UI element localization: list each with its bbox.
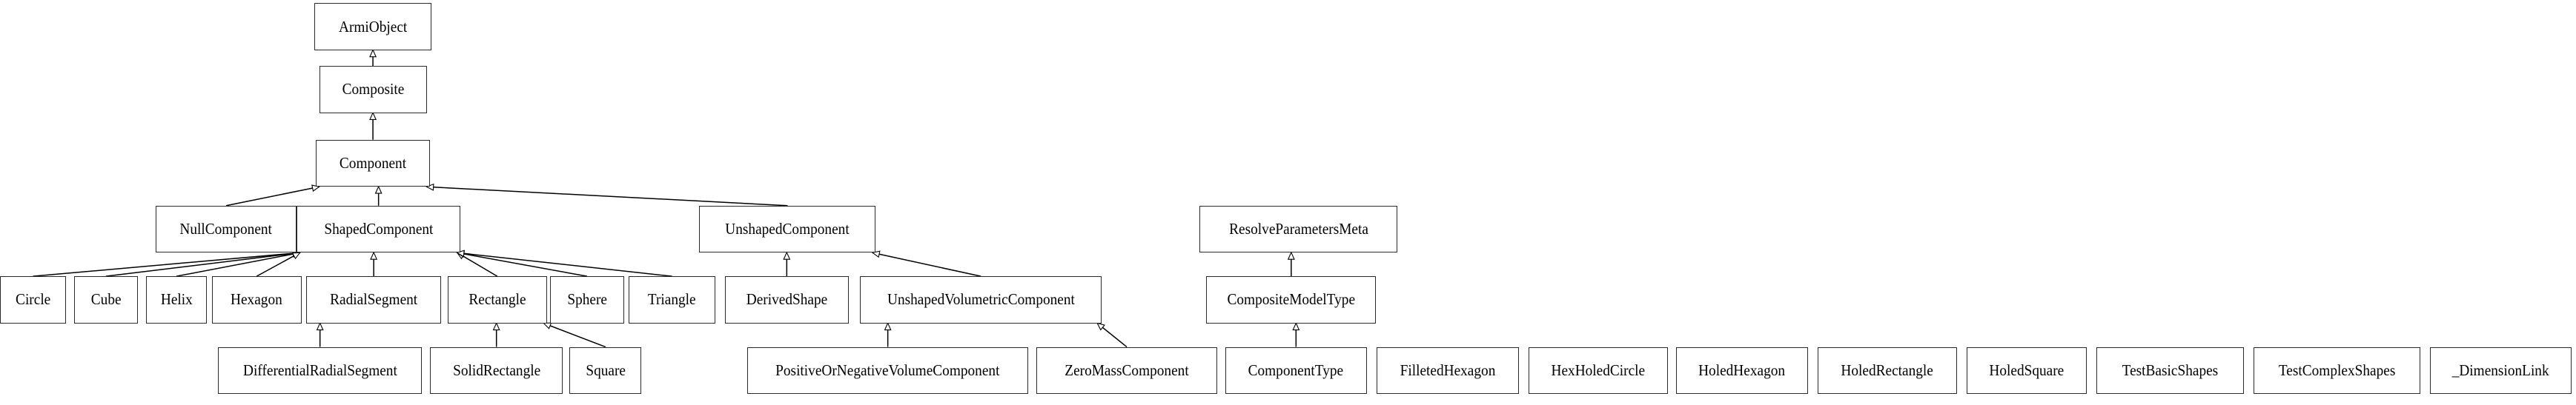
class-box-helix[interactable]: Helix bbox=[145, 276, 208, 324]
class-box-testcomplexshapes[interactable]: TestComplexShapes bbox=[2254, 347, 2421, 395]
class-box-unshapedcomponent[interactable]: UnshapedComponent bbox=[699, 205, 876, 253]
inheritance-edge-zeromasscomponent-to-unshapedvolumetriccomponent bbox=[1098, 324, 1128, 348]
class-name-label: Sphere bbox=[567, 290, 607, 309]
inheritance-edge-rectangle-to-shapedcomponent bbox=[457, 252, 498, 277]
class-box-cube[interactable]: Cube bbox=[73, 276, 139, 324]
class-box-circle[interactable]: Circle bbox=[0, 276, 66, 324]
inheritance-edge-square-to-rectangle bbox=[544, 324, 606, 348]
class-name-label: ResolveParametersMeta bbox=[1228, 220, 1368, 238]
class-name-label: Square bbox=[585, 361, 626, 379]
class-box-holedhexagon[interactable]: HoledHexagon bbox=[1676, 347, 1808, 395]
class-box-sphere[interactable]: Sphere bbox=[550, 276, 624, 324]
class-box-square[interactable]: Square bbox=[569, 347, 642, 395]
inheritance-edge-helix-to-shapedcomponent bbox=[176, 252, 299, 277]
class-box-composite[interactable]: Composite bbox=[319, 66, 427, 113]
class-name-label: HexHoledCircle bbox=[1551, 361, 1646, 379]
class-box-nullcomponent[interactable]: NullComponent bbox=[155, 205, 297, 253]
class-name-label: ZeroMassComponent bbox=[1064, 361, 1189, 379]
class-name-label: Helix bbox=[160, 290, 193, 309]
class-name-label: Composite bbox=[342, 80, 404, 98]
class-name-label: TestComplexShapes bbox=[2278, 361, 2396, 379]
class-box-rectangle[interactable]: Rectangle bbox=[447, 276, 547, 324]
class-box-shapedcomponent[interactable]: ShapedComponent bbox=[297, 205, 460, 253]
class-box-resolveparametersmeta[interactable]: ResolveParametersMeta bbox=[1199, 205, 1397, 253]
class-box-derivedshape[interactable]: DerivedShape bbox=[725, 276, 849, 324]
inheritance-edge-cube-to-shapedcomponent bbox=[105, 252, 299, 277]
inheritance-edge-hexagon-to-shapedcomponent bbox=[256, 252, 299, 277]
class-name-label: Component bbox=[339, 153, 407, 172]
class-name-label: HoledSquare bbox=[1989, 361, 2065, 379]
class-name-label: CompositeModelType bbox=[1227, 290, 1356, 309]
class-name-label: Rectangle bbox=[468, 290, 526, 309]
class-name-label: TestBasicShapes bbox=[2122, 361, 2219, 379]
class-box-zeromasscomponent[interactable]: ZeroMassComponent bbox=[1036, 347, 1218, 395]
inheritance-edge-unshapedvolumetriccomponent-to-unshapedcomponent bbox=[873, 252, 981, 277]
class-box-_dimensionlink[interactable]: _DimensionLink bbox=[2430, 347, 2572, 395]
class-box-holedrectangle[interactable]: HoledRectangle bbox=[1817, 347, 1957, 395]
class-name-label: ArmiObject bbox=[338, 17, 408, 36]
class-box-unshapedvolumetriccomponent[interactable]: UnshapedVolumetricComponent bbox=[859, 276, 1102, 324]
class-name-label: RadialSegment bbox=[330, 290, 418, 309]
class-name-label: HoledHexagon bbox=[1698, 361, 1786, 379]
class-name-label: Cube bbox=[90, 290, 122, 309]
inheritance-edge-triangle-to-shapedcomponent bbox=[457, 252, 672, 277]
class-name-label: Hexagon bbox=[231, 290, 283, 309]
class-name-label: Circle bbox=[15, 290, 50, 309]
inheritance-edge-nullcomponent-to-component bbox=[225, 187, 319, 207]
class-name-label: _DimensionLink bbox=[2451, 361, 2549, 379]
class-name-label: PositiveOrNegativeVolumeComponent bbox=[775, 361, 1000, 379]
class-name-label: SolidRectangle bbox=[452, 361, 540, 379]
class-box-triangle[interactable]: Triangle bbox=[629, 276, 716, 324]
class-name-label: DifferentialRadialSegment bbox=[242, 361, 397, 379]
class-box-testbasicshapes[interactable]: TestBasicShapes bbox=[2096, 347, 2245, 395]
class-name-label: HoledRectangle bbox=[1841, 361, 1933, 379]
class-box-filletedhexagon[interactable]: FilletedHexagon bbox=[1376, 347, 1520, 395]
class-box-positiveornegativevolumecomponent[interactable]: PositiveOrNegativeVolumeComponent bbox=[747, 347, 1028, 395]
class-name-label: ComponentType bbox=[1248, 361, 1344, 379]
class-name-label: FilletedHexagon bbox=[1400, 361, 1496, 379]
class-name-label: ShapedComponent bbox=[324, 220, 434, 238]
inheritance-edge-circle-to-shapedcomponent bbox=[33, 252, 299, 277]
class-box-hexholedcircle[interactable]: HexHoledCircle bbox=[1529, 347, 1669, 395]
class-box-armiobject[interactable]: ArmiObject bbox=[314, 3, 432, 50]
class-name-label: Triangle bbox=[648, 290, 696, 309]
class-box-component[interactable]: Component bbox=[316, 139, 430, 187]
class-name-label: UnshapedVolumetricComponent bbox=[887, 290, 1075, 309]
class-box-radialsegment[interactable]: RadialSegment bbox=[306, 276, 442, 324]
class-box-componenttype[interactable]: ComponentType bbox=[1225, 347, 1367, 395]
class-box-differentialradialsegment[interactable]: DifferentialRadialSegment bbox=[218, 347, 423, 395]
class-box-solidrectangle[interactable]: SolidRectangle bbox=[429, 347, 563, 395]
class-name-label: NullComponent bbox=[179, 220, 273, 238]
class-name-label: DerivedShape bbox=[746, 290, 828, 309]
class-name-label: UnshapedComponent bbox=[725, 220, 850, 238]
inheritance-edge-sphere-to-shapedcomponent bbox=[457, 252, 588, 277]
class-box-holedsquare[interactable]: HoledSquare bbox=[1966, 347, 2087, 395]
class-box-hexagon[interactable]: Hexagon bbox=[211, 276, 302, 324]
class-box-compositemodeltype[interactable]: CompositeModelType bbox=[1206, 276, 1377, 324]
inheritance-edge-unshapedcomponent-to-component bbox=[427, 187, 788, 207]
